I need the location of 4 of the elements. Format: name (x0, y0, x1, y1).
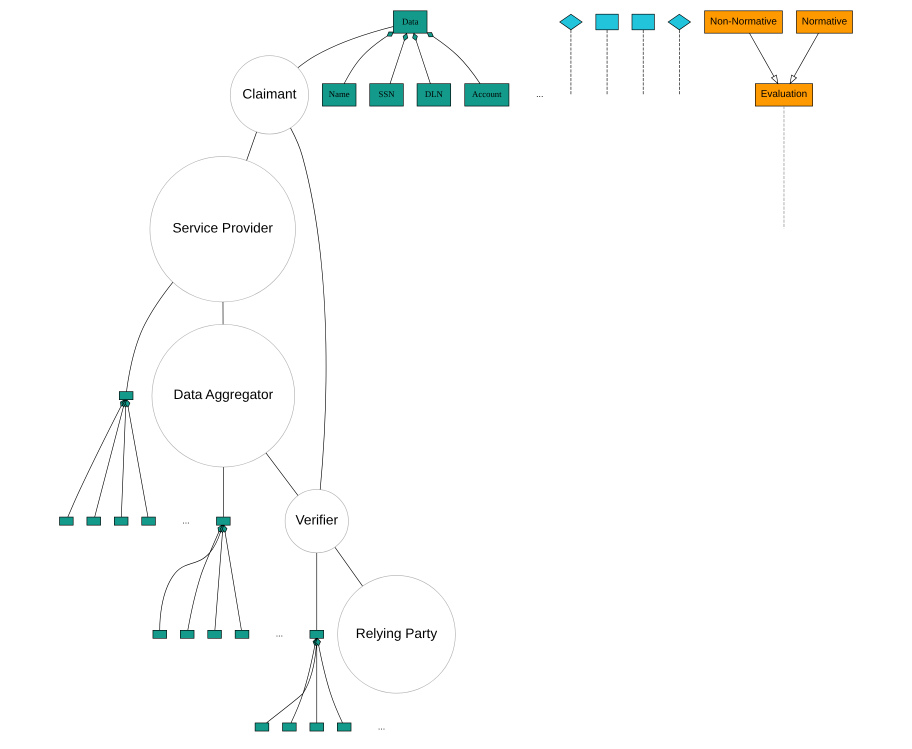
label: ... (378, 721, 386, 732)
label: ... (182, 515, 190, 526)
label: ... (536, 89, 544, 100)
label: ... (276, 628, 284, 639)
